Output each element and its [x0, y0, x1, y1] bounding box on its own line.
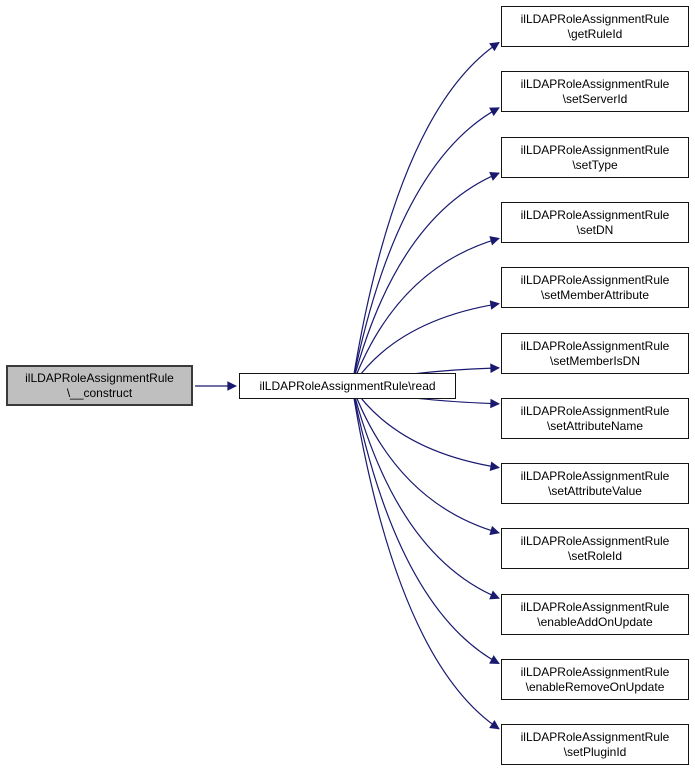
node-construct: ilLDAPRoleAssignmentRule \__construct — [6, 365, 193, 406]
node-setType[interactable]: ilLDAPRoleAssignmentRule\setType — [501, 137, 689, 178]
node-setPluginId-label-line1: ilLDAPRoleAssignmentRule — [520, 729, 670, 744]
node-setAttributeName-label-line1: ilLDAPRoleAssignmentRule — [520, 403, 670, 418]
node-construct-label-line1: ilLDAPRoleAssignmentRule — [25, 370, 174, 385]
node-setRoleId[interactable]: ilLDAPRoleAssignmentRule\setRoleId — [501, 528, 689, 569]
node-setServerId[interactable]: ilLDAPRoleAssignmentRule\setServerId — [501, 71, 689, 112]
node-setPluginId-label-line2: \setPluginId — [563, 744, 627, 759]
node-setMemberAttribute-label-line2: \setMemberAttribute — [540, 287, 650, 302]
node-enableRemoveOnUpdate-label-line1: ilLDAPRoleAssignmentRule — [520, 664, 670, 679]
node-setType-label-line1: ilLDAPRoleAssignmentRule — [520, 142, 670, 157]
node-setRoleId-label-line2: \setRoleId — [567, 548, 623, 563]
node-setType-label-line2: \setType — [572, 157, 618, 172]
node-setServerId-label-line2: \setServerId — [562, 91, 628, 106]
node-setServerId-label-line1: ilLDAPRoleAssignmentRule — [520, 76, 670, 91]
edge-read-setPluginId — [351, 385, 500, 730]
node-getRuleId[interactable]: ilLDAPRoleAssignmentRule\getRuleId — [501, 6, 689, 47]
edge-read-setAttributeValue — [351, 385, 500, 471]
node-setDN[interactable]: ilLDAPRoleAssignmentRule\setDN — [501, 202, 689, 243]
node-construct-label-line2: \__construct — [66, 385, 133, 400]
node-enableRemoveOnUpdate[interactable]: ilLDAPRoleAssignmentRule\enableRemoveOnU… — [501, 659, 689, 700]
node-read[interactable]: ilLDAPRoleAssignmentRule\read — [239, 373, 456, 399]
node-read-label: ilLDAPRoleAssignmentRule\read — [259, 378, 436, 393]
node-setMemberAttribute[interactable]: ilLDAPRoleAssignmentRule\setMemberAttrib… — [501, 267, 689, 308]
node-setMemberAttribute-label-line1: ilLDAPRoleAssignmentRule — [520, 272, 670, 287]
node-getRuleId-label-line2: \getRuleId — [567, 26, 623, 41]
node-setAttributeValue-label-line1: ilLDAPRoleAssignmentRule — [520, 468, 670, 483]
node-setRoleId-label-line1: ilLDAPRoleAssignmentRule — [520, 533, 670, 548]
edge-read-setMemberAttribute — [351, 300, 500, 387]
node-enableAddOnUpdate-label-line1: ilLDAPRoleAssignmentRule — [520, 599, 670, 614]
edge-read-setType — [351, 171, 500, 387]
node-setMemberIsDN-label-line2: \setMemberIsDN — [549, 353, 641, 368]
node-enableAddOnUpdate-label-line2: \enableAddOnUpdate — [537, 614, 653, 629]
node-setAttributeName[interactable]: ilLDAPRoleAssignmentRule\setAttributeNam… — [501, 398, 689, 439]
node-setAttributeValue[interactable]: ilLDAPRoleAssignmentRule\setAttributeVal… — [501, 463, 689, 504]
node-setAttributeName-label-line2: \setAttributeName — [546, 418, 644, 433]
node-setPluginId[interactable]: ilLDAPRoleAssignmentRule\setPluginId — [501, 724, 689, 765]
edge-read-setDN — [351, 236, 500, 387]
node-setAttributeValue-label-line2: \setAttributeValue — [548, 483, 642, 498]
node-enableRemoveOnUpdate-label-line2: \enableRemoveOnUpdate — [525, 679, 665, 694]
node-setMemberIsDN-label-line1: ilLDAPRoleAssignmentRule — [520, 338, 670, 353]
node-setMemberIsDN[interactable]: ilLDAPRoleAssignmentRule\setMemberIsDN — [501, 333, 689, 374]
edge-read-setServerId — [351, 107, 500, 387]
edge-read-enableRemoveOnUpdate — [351, 385, 500, 665]
node-enableAddOnUpdate[interactable]: ilLDAPRoleAssignmentRule\enableAddOnUpda… — [501, 594, 689, 635]
edge-read-setRoleId — [351, 385, 500, 536]
node-setDN-label-line1: ilLDAPRoleAssignmentRule — [520, 207, 670, 222]
node-setDN-label-line2: \setDN — [576, 222, 614, 237]
node-getRuleId-label-line1: ilLDAPRoleAssignmentRule — [520, 11, 670, 26]
edge-read-enableAddOnUpdate — [351, 385, 500, 600]
edge-read-getRuleId — [351, 41, 500, 387]
